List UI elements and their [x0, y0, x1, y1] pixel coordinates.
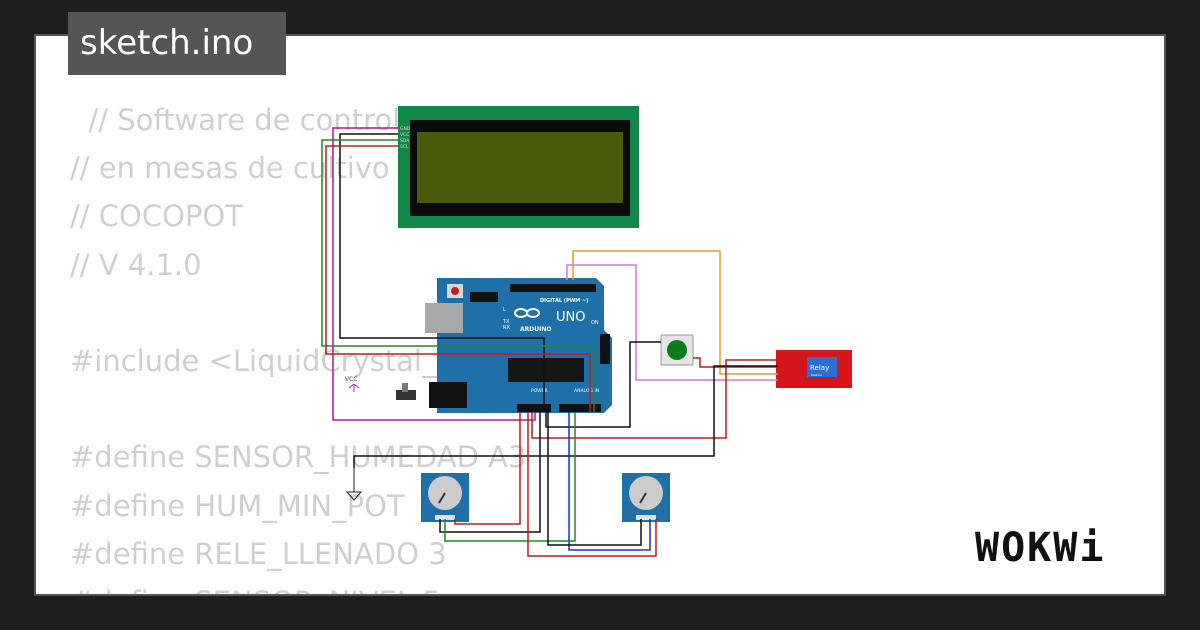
digital-label: DIGITAL (PWM ~) — [540, 298, 588, 304]
relay-sub-label: Module — [811, 373, 822, 377]
code-preview: // Software de control // en mesas de cul… — [70, 96, 527, 594]
microcontroller-chip — [508, 358, 584, 382]
tx-label: TX — [502, 319, 510, 325]
wires — [321, 127, 778, 557]
file-tab[interactable]: sketch.ino — [68, 12, 286, 75]
potentiometer-2[interactable] — [622, 473, 670, 522]
power-jack — [429, 382, 467, 408]
usb-connector — [425, 303, 463, 333]
arduino-brand-text: ARDUINO — [520, 326, 551, 333]
code-line: // Software de control — [70, 103, 401, 137]
wokwi-logo: WOKWi — [975, 525, 1106, 571]
lcd-pin-scl: SCL — [400, 144, 409, 150]
analog-label: ANALOG IN — [574, 388, 599, 394]
code-line: #define SENSOR_HUMEDAD A3 — [70, 440, 527, 475]
code-line: #define SENSOR_NIVEL 5 — [70, 578, 526, 594]
ground-icon — [345, 468, 363, 501]
code-line: // V 4.1.0 — [70, 247, 202, 282]
relay-module[interactable]: Relay Module — [776, 350, 852, 388]
lcd-pin-vcc: VCC — [400, 132, 409, 138]
vcc-icon — [348, 383, 360, 392]
code-line: #define HUM_MIN_POT — [70, 488, 405, 523]
slide-switch[interactable] — [396, 383, 416, 400]
code-line: #include <LiquidCrystal_ — [70, 344, 437, 379]
l-label: L — [503, 307, 506, 313]
relay-label: Relay — [810, 364, 829, 372]
lcd-pin-gnd: GND — [400, 126, 411, 132]
code-line: #define RELE_LLENADO 3 — [70, 536, 447, 571]
power-label: POWER — [531, 388, 548, 394]
on-label: ON — [591, 320, 599, 326]
lcd-display[interactable]: GND VCC SDA SCL — [398, 106, 639, 228]
potentiometer-1[interactable] — [421, 473, 469, 522]
vcc-label: VCC — [345, 376, 357, 383]
push-button[interactable] — [660, 334, 694, 366]
reset-button-icon — [451, 287, 459, 295]
rx-label: RX — [503, 325, 510, 331]
uno-logo-text: UNO — [556, 310, 585, 325]
lcd-pin-sda: SDA — [400, 138, 410, 144]
code-line: // en mesas de cultivo — [70, 151, 390, 186]
code-line: // COCOPOT — [70, 199, 243, 234]
